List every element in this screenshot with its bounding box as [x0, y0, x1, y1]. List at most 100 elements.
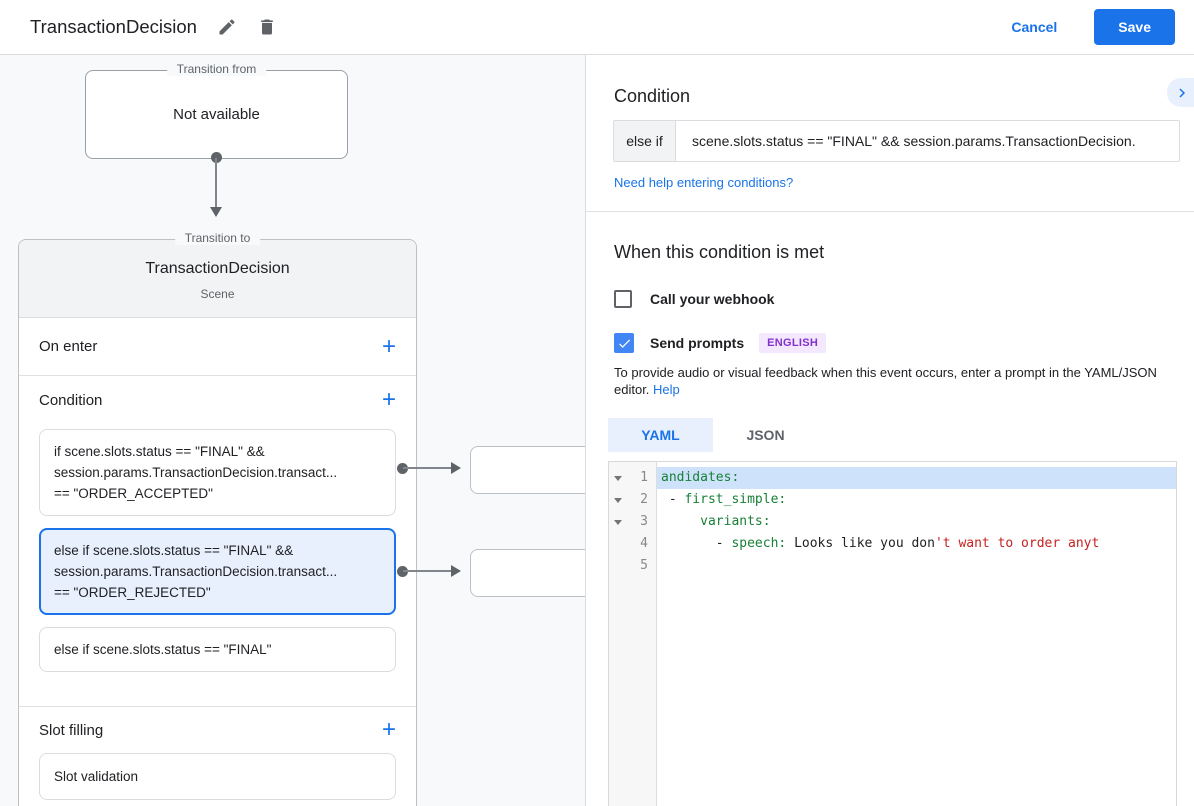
add-on-enter-button[interactable]: [382, 337, 396, 357]
code-token: variants:: [700, 514, 771, 529]
line-number: 3: [640, 514, 648, 529]
top-bar: TransactionDecision Cancel Save: [0, 0, 1194, 55]
condition-card-line: == "ORDER_ACCEPTED": [54, 486, 213, 501]
condition-detail-panel: Condition else if scene.slots.status == …: [585, 55, 1194, 806]
condition-card[interactable]: else if scene.slots.status == "FINAL": [39, 627, 396, 672]
connector-line: [403, 467, 452, 469]
slot-filling-card[interactable]: Slot validation: [39, 753, 396, 800]
cancel-button[interactable]: Cancel: [1011, 19, 1058, 35]
fold-arrow-icon[interactable]: [614, 520, 622, 525]
line-number: 4: [640, 536, 648, 551]
send-prompts-checkbox[interactable]: [614, 333, 634, 353]
editor-line: 5: [609, 555, 1176, 577]
when-met-title: When this condition is met: [614, 242, 825, 262]
transition-from-content: Not available: [173, 106, 260, 123]
code-line[interactable]: [657, 555, 1176, 577]
condition-help-link[interactable]: Need help entering conditions?: [614, 175, 794, 190]
panel-condition-title: Condition: [614, 86, 691, 106]
line-gutter: 2: [609, 489, 657, 511]
connector-dot: [397, 463, 408, 474]
scene-type: Scene: [200, 287, 235, 301]
add-condition-button[interactable]: [382, 390, 396, 410]
tab-json[interactable]: JSON: [746, 427, 785, 443]
condition-card-list: if scene.slots.status == "FINAL" &&sessi…: [39, 429, 396, 672]
yaml-editor[interactable]: 1 andidates: 2 - first_simple: 3 variants: 4…: [608, 461, 1177, 806]
line-number: 5: [640, 558, 648, 573]
edit-button[interactable]: [217, 17, 237, 37]
webhook-label: Call your webhook: [650, 291, 775, 307]
code-token: [661, 514, 700, 529]
editor-line: 2 - first_simple:: [609, 489, 1176, 511]
code-token: speech:: [731, 536, 787, 551]
chevron-right-icon: [1173, 84, 1191, 102]
condition-section: Condition if scene.slots.status == "FINA…: [19, 376, 416, 707]
send-prompts-label: Send prompts: [650, 335, 745, 351]
connector-dot: [211, 152, 222, 163]
code-token: andidates:: [661, 470, 740, 485]
transition-from-label: Transition from: [166, 62, 267, 76]
condition-prefix: else if: [614, 121, 676, 161]
add-slot-button[interactable]: [382, 720, 396, 740]
editor-lines: 1 andidates: 2 - first_simple: 3 variants: 4…: [609, 462, 1176, 577]
slot-filling-section: Slot filling Slot validation: [19, 707, 416, 806]
scene-card: Transition to TransactionDecision Scene …: [18, 231, 417, 806]
connector-line: [403, 570, 452, 572]
scene-name: TransactionDecision: [145, 260, 290, 277]
scene-diagram-canvas: Transition from Not available Transition…: [0, 55, 585, 806]
slot-card-line: Slot validation: [54, 769, 139, 784]
condition-expression-input[interactable]: scene.slots.status == "FINAL" && session…: [692, 133, 1136, 149]
condition-card-line: session.params.TransactionDecision.trans…: [54, 564, 338, 579]
editor-line: 1 andidates:: [609, 467, 1176, 489]
code-token: -: [661, 536, 732, 551]
code-line[interactable]: - first_simple:: [657, 489, 1176, 511]
divider: [586, 211, 1194, 212]
fold-arrow-icon[interactable]: [614, 498, 622, 503]
scene-card-header: TransactionDecision Scene: [19, 240, 416, 318]
editor-tabs: YAML JSON: [608, 418, 1194, 452]
collapse-panel-button[interactable]: [1167, 78, 1194, 107]
webhook-checkbox[interactable]: [614, 290, 632, 308]
transition-from-box: Transition from Not available: [85, 62, 348, 159]
slot-card-list: Slot validation: [39, 753, 396, 806]
line-number: 1: [640, 470, 648, 485]
page-title: TransactionDecision: [30, 16, 197, 37]
prompt-description: To provide audio or visual feedback when…: [614, 364, 1170, 398]
tab-yaml[interactable]: YAML: [608, 418, 713, 452]
condition-card[interactable]: else if scene.slots.status == "FINAL" &&…: [39, 528, 396, 615]
slot-filling-section-title: Slot filling: [39, 721, 104, 739]
editor-line: 4 - speech: Looks like you don't want to…: [609, 533, 1176, 555]
line-gutter: 5: [609, 555, 657, 577]
help-link[interactable]: Help: [653, 382, 680, 397]
transition-to-label: Transition to: [174, 231, 261, 245]
save-button[interactable]: Save: [1094, 9, 1175, 45]
code-token: first_simple:: [684, 492, 787, 507]
editor-gutter: [609, 462, 657, 806]
condition-card[interactable]: if scene.slots.status == "FINAL" &&sessi…: [39, 429, 396, 516]
connector-arrow-icon: [451, 462, 461, 474]
line-gutter: 1: [609, 467, 657, 489]
delete-button[interactable]: [257, 17, 277, 37]
connector-arrow-icon: [451, 565, 461, 577]
code-line[interactable]: andidates:: [657, 467, 1176, 489]
code-line[interactable]: variants:: [657, 511, 1176, 533]
code-token: 't want to order anyt: [934, 536, 1100, 551]
trash-icon: [257, 17, 277, 37]
code-token: Looks like you don: [786, 536, 935, 551]
connector-line: [215, 158, 217, 208]
send-prompts-row: Send prompts ENGLISH: [614, 333, 1194, 353]
condition-expression-field[interactable]: else if scene.slots.status == "FINAL" &&…: [613, 120, 1180, 162]
line-gutter: 4: [609, 533, 657, 555]
checkmark-icon: [617, 336, 632, 351]
on-enter-row: On enter: [19, 318, 416, 376]
transition-target-box[interactable]: [470, 446, 585, 494]
condition-card-line: else if scene.slots.status == "FINAL" &&: [54, 543, 294, 558]
on-enter-title: On enter: [39, 338, 98, 355]
condition-section-title: Condition: [39, 391, 103, 409]
line-gutter: 3: [609, 511, 657, 533]
fold-arrow-icon[interactable]: [614, 476, 622, 481]
condition-card-line: session.params.TransactionDecision.trans…: [54, 465, 338, 480]
code-token: -: [661, 492, 685, 507]
webhook-row: Call your webhook: [614, 290, 1194, 308]
code-line[interactable]: - speech: Looks like you don't want to o…: [657, 533, 1176, 555]
transition-target-box[interactable]: [470, 549, 585, 597]
